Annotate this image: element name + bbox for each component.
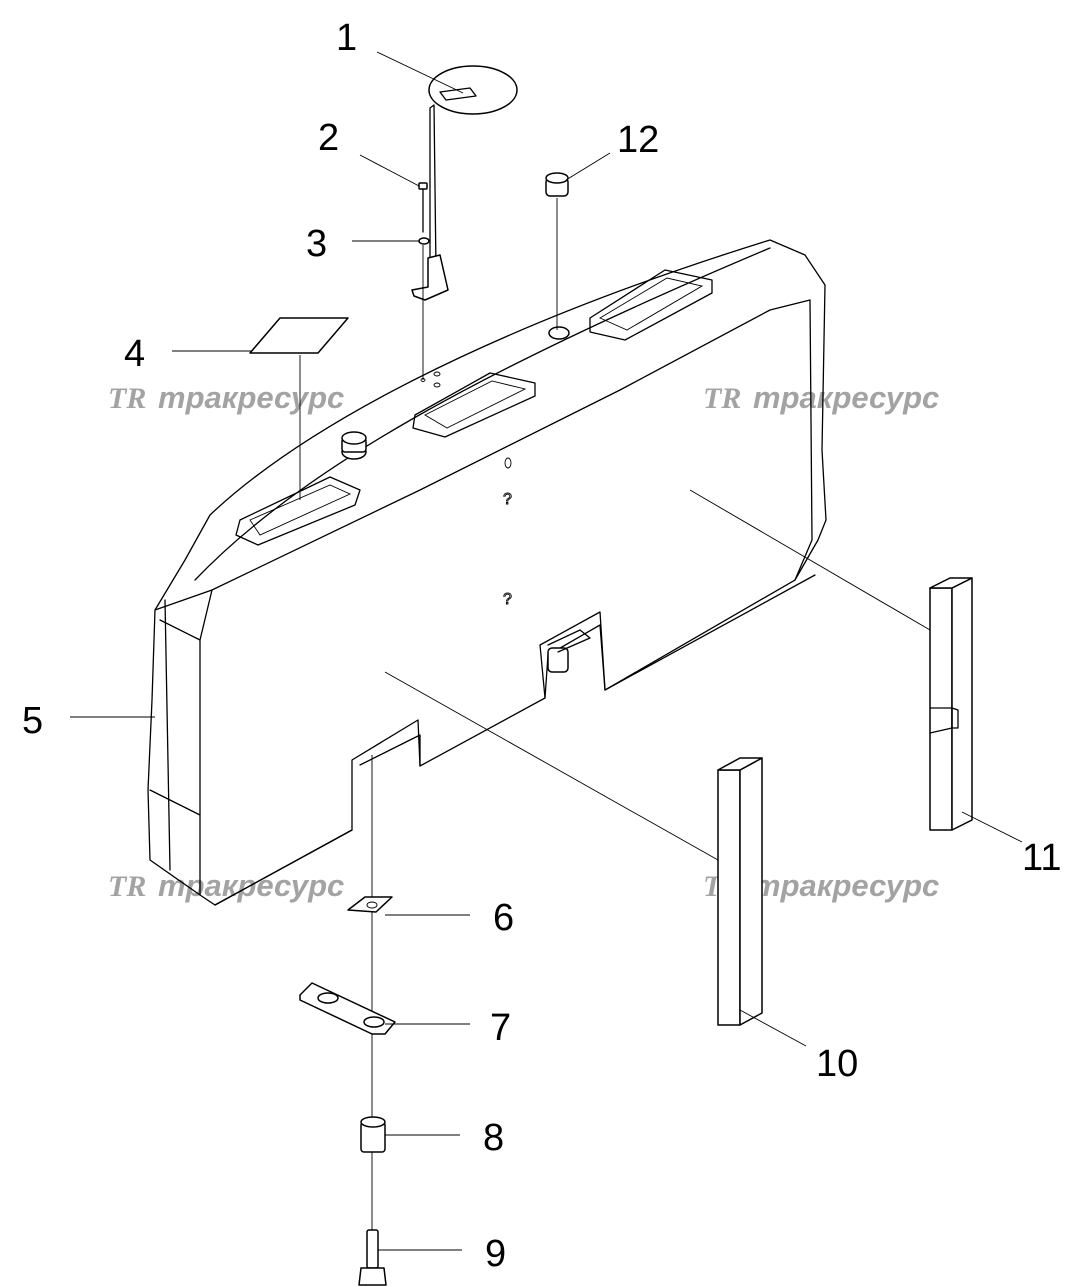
body-top-recesses — [235, 269, 713, 546]
part-4-plate — [249, 317, 349, 354]
watermark-bottom-left: TR тракресурс — [108, 868, 344, 903]
body-hole-marker — [504, 457, 512, 469]
part-6-plate — [347, 896, 393, 913]
watermark-text: тракресурс — [753, 380, 939, 415]
leader-lines — [70, 51, 1023, 1251]
callout-12: 12 — [617, 119, 659, 161]
part-1-rod — [429, 104, 437, 273]
body-top-inner — [194, 247, 771, 581]
callout-11: 11 — [1022, 837, 1061, 879]
part-7-slotted-plate — [299, 982, 396, 1035]
body-left-bottom-panel — [149, 789, 201, 816]
watermark-logo: TR — [108, 382, 146, 415]
part-7-hole-b — [363, 1016, 385, 1028]
part-10-bar-side — [739, 757, 763, 1026]
body-bracket-plate — [547, 629, 591, 653]
part-7-hole-a — [317, 992, 339, 1004]
top-hole-small-b — [433, 382, 441, 388]
body-left-groove — [164, 599, 171, 871]
part-6-hole — [366, 901, 378, 909]
body-left-corner — [154, 589, 213, 641]
body-hook-marker-2: ? — [503, 591, 512, 608]
callout-labels: 1 2 3 4 5 6 7 8 9 10 11 12 — [22, 17, 1061, 1275]
part-12-plug — [545, 172, 569, 330]
assembly-line-10 — [384, 671, 719, 861]
body-outline — [147, 239, 827, 906]
part-10-bar — [717, 757, 763, 1026]
part-11-notch — [929, 707, 959, 734]
top-recess-right-inner — [599, 277, 704, 331]
callout-1: 1 — [336, 17, 357, 59]
leader-2 — [359, 154, 420, 187]
body-bottom-flange-left — [214, 734, 421, 906]
watermark-top-left: TR тракресурс — [108, 380, 344, 415]
body-right-side — [794, 299, 813, 581]
callout-2: 2 — [318, 117, 339, 159]
callout-4: 4 — [124, 333, 145, 375]
part-8-spacer — [360, 1116, 386, 1153]
top-recess-middle-inner — [424, 380, 527, 429]
leader-12 — [565, 152, 611, 181]
top-hole-small-a — [433, 371, 441, 377]
callout-10: 10 — [816, 1043, 858, 1085]
part-1-bracket-disc — [411, 65, 518, 301]
body-front-edge — [211, 299, 811, 591]
part-9-bolt — [358, 1229, 387, 1286]
part-1-tab — [439, 87, 477, 101]
part-10-bar-top — [717, 757, 763, 771]
watermark-logo: TR — [703, 382, 741, 415]
part-9-bolt-shank — [366, 1229, 379, 1269]
part-3-washer — [418, 237, 430, 245]
part-5-main-body: ? ? — [147, 239, 827, 906]
top-recess-middle — [412, 372, 536, 438]
part-6-washer-plate — [347, 896, 393, 913]
part-2-screw — [418, 182, 428, 233]
callout-5: 5 — [22, 700, 43, 742]
body-bottom-flange-right — [544, 574, 816, 699]
part-2-screw-head — [418, 182, 428, 190]
callout-7: 7 — [490, 1007, 511, 1049]
part-3-washer-ring — [418, 237, 430, 245]
part-11-bar-front — [929, 587, 953, 831]
watermark-logo: TR — [108, 870, 146, 903]
callout-3: 3 — [306, 223, 327, 265]
part-1-disc — [428, 65, 518, 115]
callout-9: 9 — [485, 1233, 506, 1275]
top-recess-left — [235, 476, 361, 546]
top-recess-left-inner — [249, 484, 352, 536]
part-11-bar-side — [951, 577, 973, 831]
part-11-bar — [929, 577, 973, 831]
part-4-label-plate — [249, 317, 349, 500]
watermark-top-right: TR тракресурс — [703, 380, 939, 415]
leader-10 — [739, 1009, 807, 1047]
top-cap-head — [341, 431, 367, 445]
watermark-text: тракресурс — [158, 380, 344, 415]
watermark-text: тракресурс — [753, 868, 939, 903]
body-hook-marker-1: ? — [503, 491, 512, 508]
top-hole-12 — [548, 326, 570, 340]
leader-11 — [961, 811, 1023, 843]
part-11-bar-top — [929, 577, 973, 589]
top-recess-right — [589, 269, 713, 341]
part-1-foot — [411, 254, 449, 301]
body-bracket-pad — [547, 647, 569, 673]
part-12-plug-top — [545, 172, 569, 184]
leader-1 — [376, 51, 464, 94]
callout-8: 8 — [483, 1117, 504, 1159]
part-8-spacer-top — [360, 1116, 386, 1128]
callout-6: 6 — [493, 897, 514, 939]
part-9-bolt-head — [358, 1267, 387, 1286]
part-10-bar-front — [717, 769, 741, 1026]
assembly-line-11 — [689, 489, 931, 631]
